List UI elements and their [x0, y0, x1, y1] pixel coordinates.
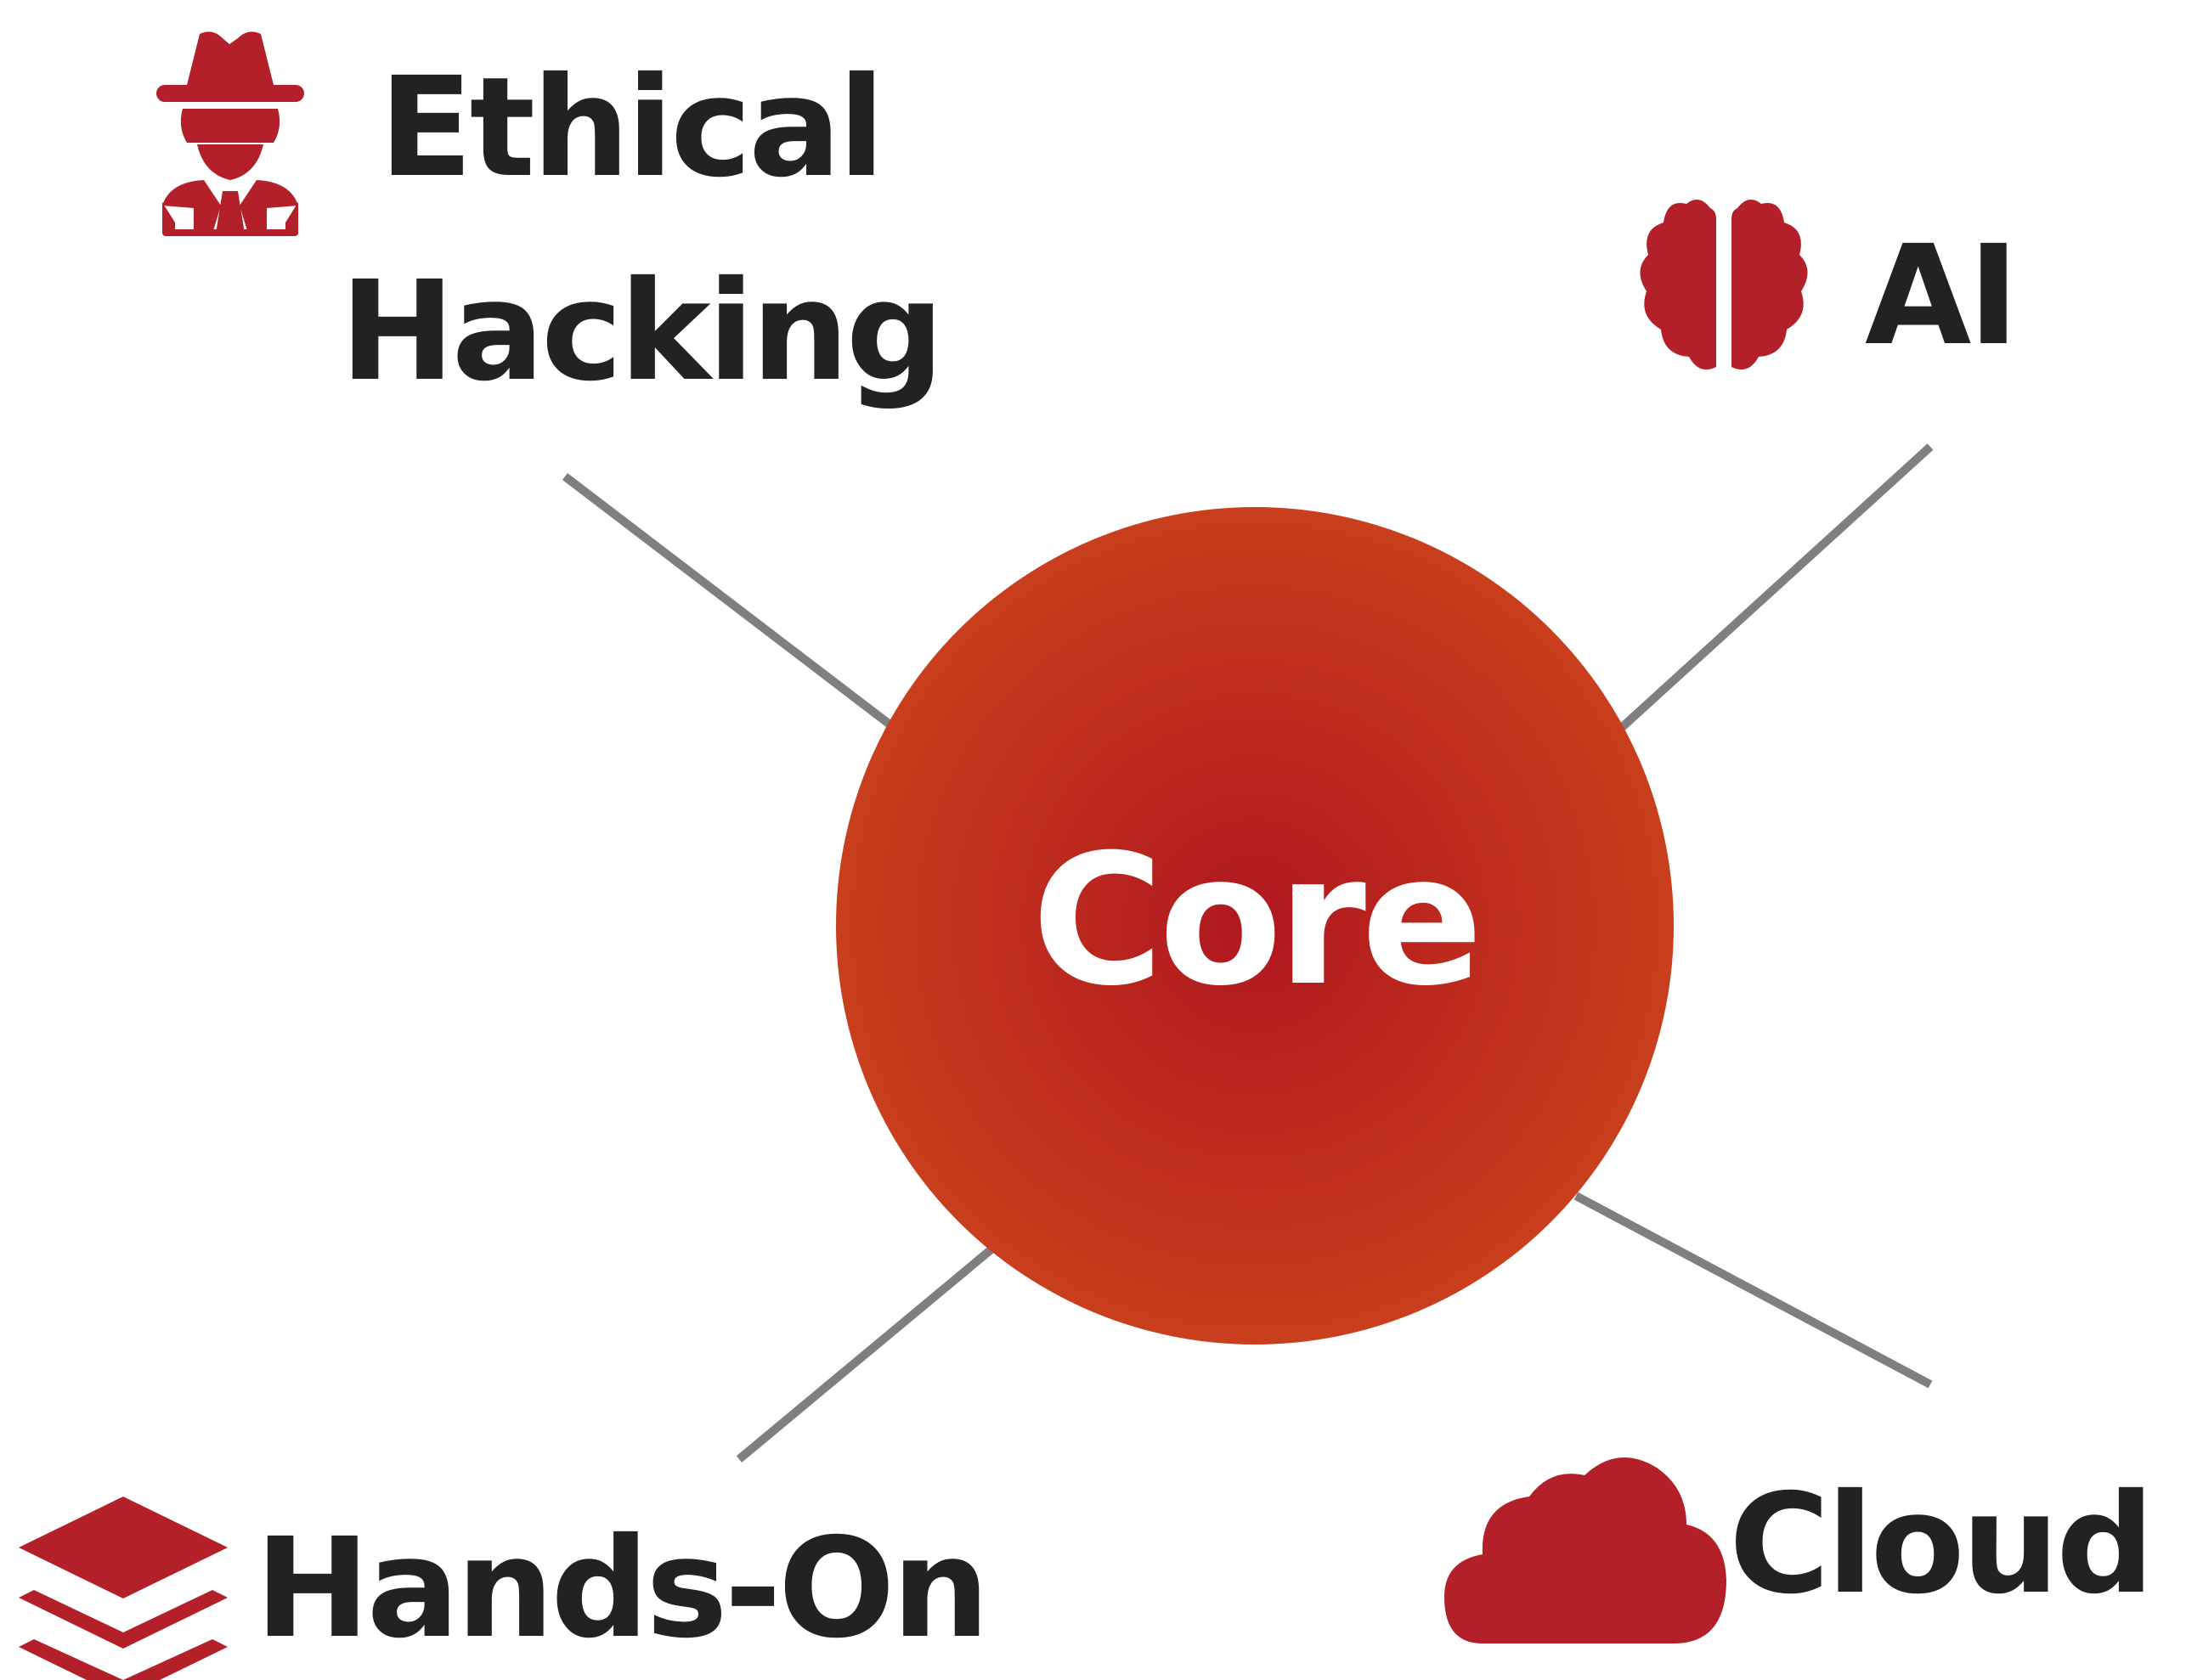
connector-hands-on	[736, 1245, 996, 1463]
ai-label: AI	[1865, 217, 2019, 376]
connector-ai	[1615, 443, 1934, 734]
core-label: Core	[1031, 815, 1483, 1025]
brain-icon	[1640, 200, 1808, 370]
connector-ethical-hacking	[562, 473, 895, 730]
layer-stack-icon	[19, 1497, 228, 1680]
cloud-icon	[1444, 1457, 1726, 1643]
ethical-hacking-label-line1: Ethical	[379, 48, 885, 208]
spy-icon	[156, 31, 304, 236]
ethical-hacking-label-line2: Hacking	[340, 252, 944, 412]
core-circle	[836, 507, 1674, 1345]
connector-cloud	[1573, 1192, 1933, 1389]
cloud-label: Cloud	[1729, 1465, 2155, 1625]
hands-on-label: Hands-On	[255, 1509, 990, 1669]
